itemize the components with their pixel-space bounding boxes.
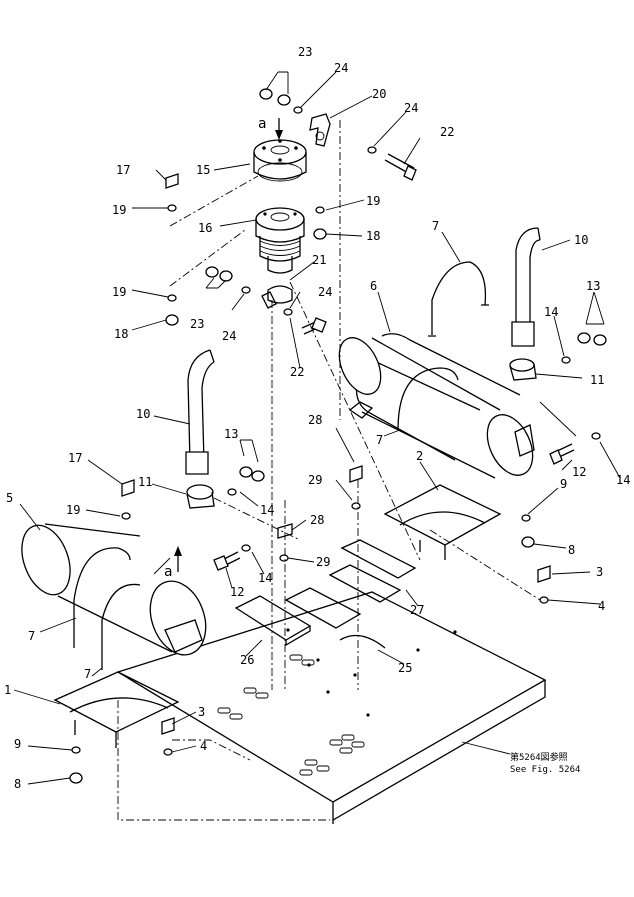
callout: 11	[138, 475, 152, 489]
callout: 8	[568, 543, 575, 557]
reference-en: See Fig. 5264	[510, 765, 580, 775]
callout-labels: 23 24 20 24 22 a 17 15 19 19 16 18 7 10 …	[4, 45, 630, 791]
callout: 24	[404, 101, 418, 115]
callout: 5	[6, 491, 13, 505]
callout: 12	[572, 465, 586, 479]
arrow-a-lower	[174, 546, 182, 572]
base-plate	[116, 591, 547, 824]
callout: 14	[260, 503, 274, 517]
callout: 23	[190, 317, 204, 331]
figure-reference: 第5264図参照 See Fig. 5264	[510, 751, 580, 775]
callout: 19	[366, 194, 380, 208]
bracket-2	[383, 484, 502, 560]
bracket-20	[309, 113, 331, 147]
callout: 28	[310, 513, 324, 527]
bracket-1	[53, 671, 180, 748]
callout: 10	[574, 233, 588, 247]
center-lines	[117, 120, 541, 821]
callout: 25	[398, 661, 412, 675]
callout: 19	[66, 503, 80, 517]
callout: a	[164, 564, 172, 580]
callout: 18	[366, 229, 380, 243]
callout: 3	[198, 705, 205, 719]
callout: 6	[370, 279, 377, 293]
callout: 17	[116, 163, 130, 177]
exhaust-pipe-right	[509, 227, 541, 381]
callout: 16	[198, 221, 212, 235]
callout: 22	[440, 125, 454, 139]
callout: 9	[560, 477, 567, 491]
callout: 20	[372, 87, 386, 101]
callout: 29	[308, 473, 322, 487]
callout: 10	[136, 407, 150, 421]
callout: 21	[312, 253, 326, 267]
callout: 7	[432, 219, 439, 233]
callout: 12	[230, 585, 244, 599]
callout: 22	[290, 365, 304, 379]
callout: 7	[376, 433, 383, 447]
callout: 11	[590, 373, 604, 387]
callout: 7	[84, 667, 91, 681]
callout: 15	[196, 163, 210, 177]
callout: a	[258, 116, 266, 132]
callout: 24	[318, 285, 332, 299]
callout: 14	[258, 571, 272, 585]
muffler-right	[338, 333, 535, 479]
callout: 4	[598, 599, 605, 613]
callout: 13	[586, 279, 600, 293]
callout: 28	[308, 413, 322, 427]
callout: 18	[114, 327, 128, 341]
callout: 29	[316, 555, 330, 569]
callout: 4	[200, 739, 207, 753]
callout: 19	[112, 203, 126, 217]
callout: 13	[224, 427, 238, 441]
callout: 26	[240, 653, 254, 667]
callout: 2	[416, 449, 423, 463]
callout: 9	[14, 737, 21, 751]
callout: 27	[410, 603, 424, 617]
callout: 24	[334, 61, 348, 75]
exhaust-pipe-left	[185, 349, 215, 509]
callout: 7	[28, 629, 35, 643]
flange-tube-assembly	[253, 118, 307, 309]
support-plates	[234, 539, 417, 649]
u-bolt-top	[428, 261, 489, 337]
callout: 8	[14, 777, 21, 791]
callout: 19	[112, 285, 126, 299]
leader-lines	[13, 71, 621, 785]
callout: 14	[544, 305, 558, 319]
reference-jp: 第5264図参照	[510, 751, 568, 763]
callout: 17	[68, 451, 82, 465]
callout: 14	[616, 473, 630, 487]
callout: 23	[298, 45, 312, 59]
callout: 3	[596, 565, 603, 579]
callout: 24	[222, 329, 236, 343]
muffler-left	[21, 523, 207, 670]
callout: 1	[4, 683, 11, 697]
